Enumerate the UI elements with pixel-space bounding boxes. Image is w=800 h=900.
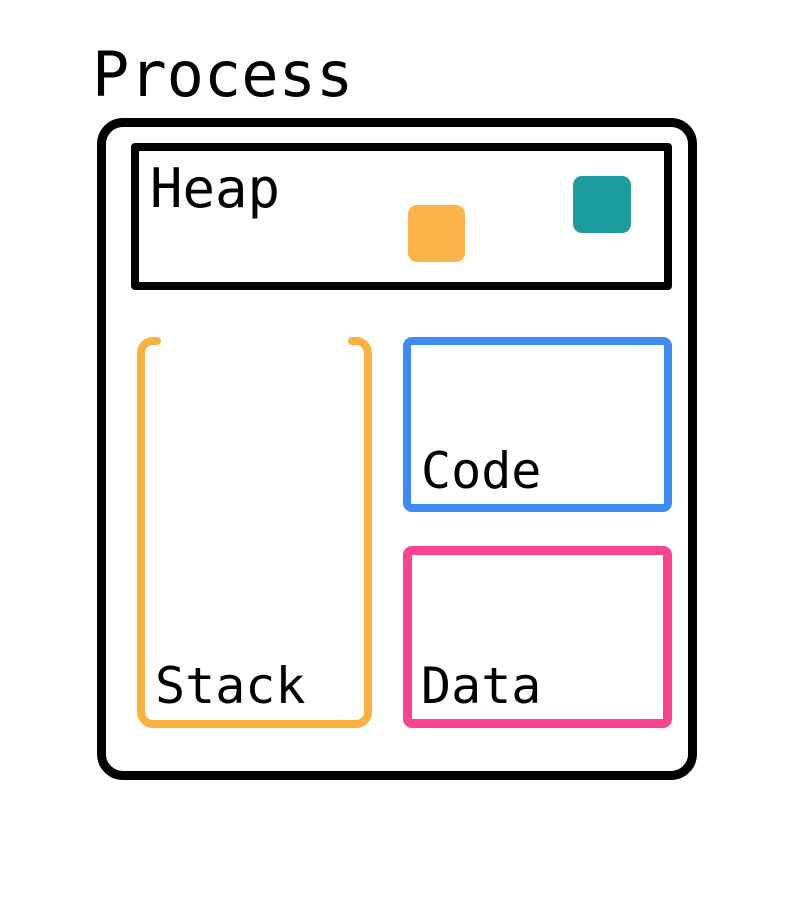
- data-label: Data: [421, 657, 542, 715]
- heap-label: Heap: [150, 157, 281, 220]
- code-region: [403, 337, 672, 512]
- stack-label: Stack: [155, 657, 306, 715]
- data-region: [403, 546, 672, 728]
- page-title: Process: [92, 38, 354, 111]
- stack-outline-shape: [137, 337, 372, 728]
- code-label: Code: [421, 442, 542, 500]
- heap-block-teal: [573, 176, 631, 233]
- stack-region: [137, 337, 372, 728]
- heap-block-orange: [408, 205, 465, 262]
